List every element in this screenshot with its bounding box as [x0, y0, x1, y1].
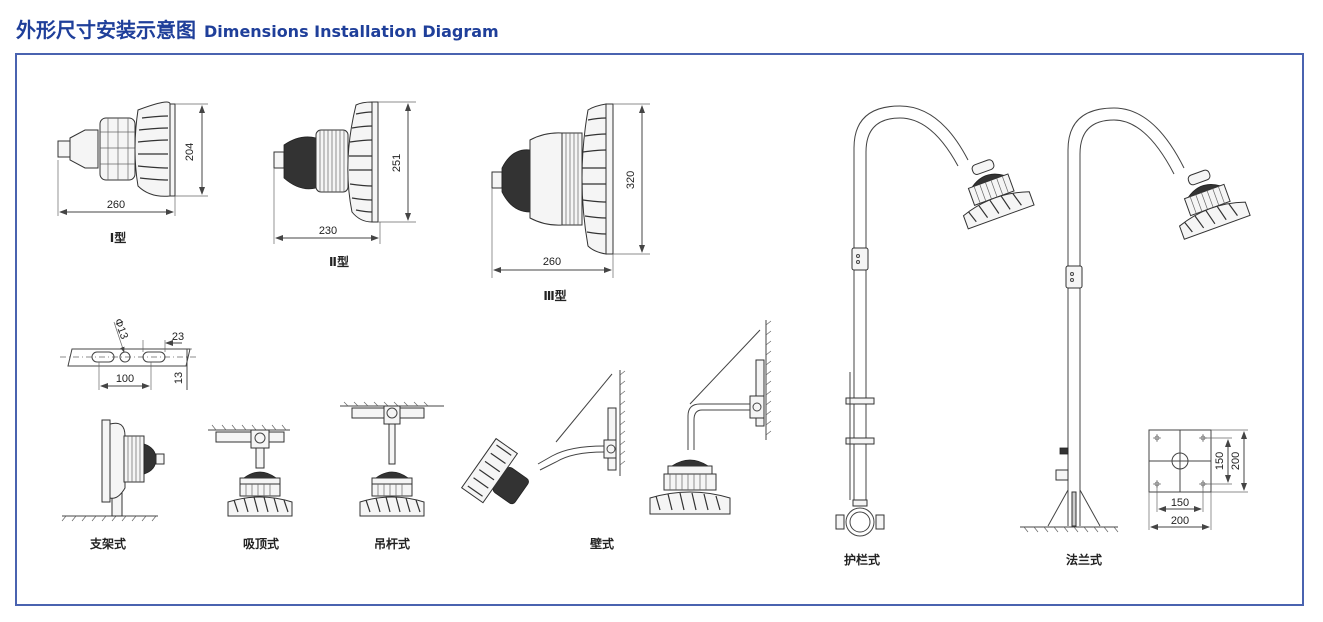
- model-3-drawing: 320 260 Ⅲ型: [491, 103, 650, 303]
- model-2-dome: [283, 136, 317, 190]
- model-1-heatsink: [134, 101, 171, 197]
- model-1-body: [99, 117, 136, 181]
- bracket-mount-drawing: 支架式: [61, 419, 165, 551]
- model-3-heatsink: [581, 103, 607, 255]
- model-2-heatsink: [347, 101, 373, 223]
- diagram-frame: [15, 53, 1304, 606]
- pendant-mount-label: 吊杆式: [374, 536, 410, 551]
- flange-mount-label: 法兰式: [1066, 552, 1102, 567]
- model-2-height-value: 251: [391, 154, 403, 172]
- bracket-hole-diameter: Φ13: [112, 317, 130, 341]
- flange-plate-height: 200: [1230, 452, 1242, 470]
- wall-mount-label: 壁式: [590, 536, 614, 551]
- model-1-cable-gland: [57, 140, 71, 158]
- ceiling-mount-label: 吸顶式: [243, 536, 279, 551]
- model-3-dome: [501, 149, 531, 213]
- model-1-height-value: 204: [184, 143, 196, 161]
- flange-mount-drawing: 法兰式: [1020, 107, 1251, 567]
- title-english: Dimensions Installation Diagram: [204, 22, 499, 41]
- model-3-shoulder: [529, 132, 563, 226]
- flange-bolt-spacing-vertical: 150: [1214, 452, 1226, 470]
- bracket-detail-drawing: Φ13 23 13 100: [60, 317, 196, 390]
- model-2-width-value: 230: [319, 225, 337, 237]
- model-1-junction: [69, 129, 99, 169]
- bracket-slot-offset: 23: [172, 331, 184, 343]
- bracket-slot-width: 13: [173, 372, 185, 384]
- model-1-lens: [169, 103, 176, 197]
- model-2-cable-gland: [273, 151, 285, 169]
- model-3-label: Ⅲ型: [543, 288, 566, 303]
- guardrail-mount-label: 护栏式: [844, 552, 880, 567]
- model-3-lens: [605, 103, 614, 255]
- model-2-lens: [371, 101, 379, 223]
- bracket-hole-spacing: 100: [116, 373, 134, 385]
- model-3-height-value: 320: [625, 171, 637, 189]
- model-2-label: Ⅱ型: [329, 254, 349, 269]
- wall-mount-drawing: 壁式: [460, 320, 772, 551]
- model-1-drawing: 204 260 Ⅰ型: [57, 101, 208, 245]
- flange-plate-detail: 150 200 150 200: [1148, 429, 1248, 530]
- title-chinese: 外形尺寸安装示意图: [16, 18, 196, 42]
- page-title: 外形尺寸安装示意图 Dimensions Installation Diagra…: [16, 14, 499, 44]
- flange-bolt-spacing-horizontal: 150: [1171, 497, 1189, 509]
- bracket-mount-label: 支架式: [89, 536, 126, 551]
- model-1-label: Ⅰ型: [110, 230, 126, 245]
- model-3-width-value: 260: [543, 256, 561, 268]
- ceiling-mount-drawing: 吸顶式: [208, 424, 293, 551]
- pendant-mount-drawing: 吊杆式: [340, 401, 444, 551]
- model-2-drawing: 251 230 Ⅱ型: [273, 101, 416, 269]
- model-1-width-value: 260: [107, 199, 125, 211]
- flange-plate-width: 200: [1171, 515, 1189, 527]
- model-3-cable-gland: [491, 171, 503, 189]
- guardrail-mount-drawing: 护栏式: [835, 105, 1035, 567]
- model-3-body: [561, 132, 583, 226]
